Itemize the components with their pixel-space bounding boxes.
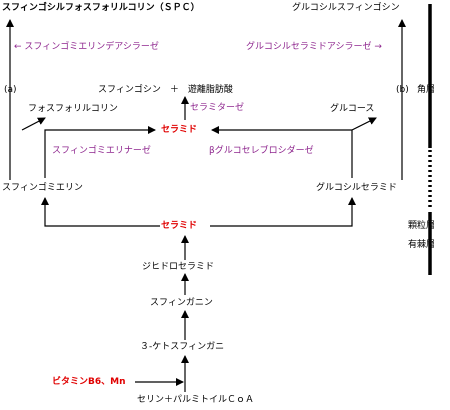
arrow-sphingomyelin-to-ceramide — [44, 126, 156, 178]
vitamin-cofactor-label: ビタミンB6、Mn — [52, 377, 126, 387]
glucosylsphingosine-label: グルコシルスフィンゴシン — [292, 3, 400, 13]
arrow-ceramide-to-sphingomyelin — [41, 197, 160, 227]
beta-gcase-enzyme: βグルコセレブロシダーゼ — [209, 146, 314, 156]
arrow-ceramide-to-glucosylceramide — [210, 197, 356, 227]
keto-sphinganine-label: ３‐ケトスフィンガニ — [140, 342, 225, 352]
smase-enzyme: スフィンゴミエリナーゼ — [52, 146, 151, 156]
ceramide-top-label: セラミド — [161, 125, 198, 135]
arrow-to-glucose — [351, 117, 377, 131]
label-b: (b) — [396, 85, 409, 95]
phosphorylcholine-label: フォスフォリルコリン — [28, 104, 118, 114]
spc-label: スフィンゴシルフォスフォリルコリン（ＳＰＣ） — [2, 3, 200, 13]
ceramidase-enzyme: セラミターゼ — [190, 103, 245, 113]
gc-deacylase-enzyme: グルコシルセラミドアシラーゼ → — [246, 42, 382, 52]
label-a: (a) — [4, 85, 17, 95]
sphingosine-ffa-label: スフィンゴシン ＋ 遊離脂肪酸 — [98, 85, 233, 95]
glucose-label: グルコース — [330, 104, 375, 114]
dihydroceramide-label: ジヒドロセラミド — [142, 262, 215, 272]
serine-palmitoyl-label: セリン＋パルミトイルＣｏＡ — [137, 395, 255, 405]
arrow-to-phosphorylcholine — [21, 117, 46, 131]
sphingomyelin-label: スフィンゴミエリン — [2, 183, 83, 193]
sm-deacylase-enzyme: ← スフィンゴミエリンデアシラーゼ — [14, 42, 159, 52]
sphinganine-label: スフィンガニン — [150, 298, 213, 308]
glucosylceramide-label: グルコシルセラミド — [316, 183, 397, 193]
stratum-corneum-label: 角層 — [417, 85, 436, 95]
spinous-layer-label: 有棘層 — [408, 240, 436, 250]
granular-layer-label: 顆粒層 — [408, 221, 436, 231]
ceramide-mid-label: セラミド — [161, 221, 198, 231]
